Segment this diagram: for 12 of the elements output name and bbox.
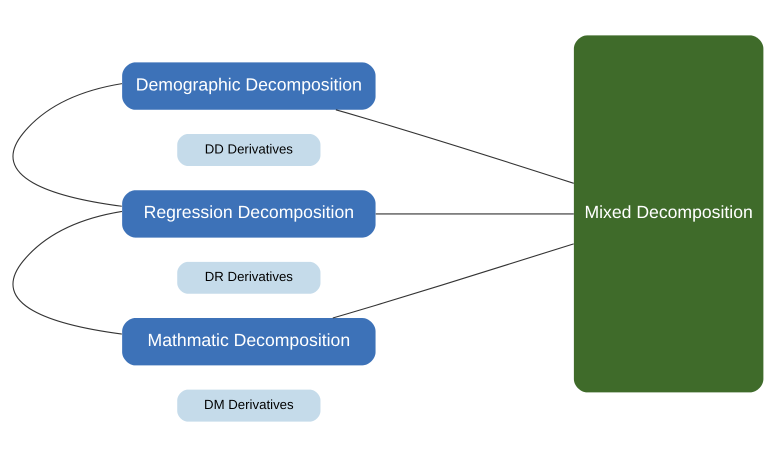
node-box: DD Derivatives (177, 134, 320, 166)
node-box: Mathmatic Decomposition (122, 318, 376, 366)
node-box: Regression Decomposition (122, 190, 376, 238)
connector (12, 83, 122, 207)
node-box: DR Derivatives (177, 262, 320, 294)
node-box: Mixed Decomposition (574, 35, 764, 392)
connector (12, 210, 122, 335)
node-box: Demographic Decomposition (122, 62, 376, 110)
connector (336, 109, 574, 184)
node-box: DM Derivatives (177, 390, 320, 422)
connector (376, 213, 574, 214)
connector (332, 243, 574, 319)
